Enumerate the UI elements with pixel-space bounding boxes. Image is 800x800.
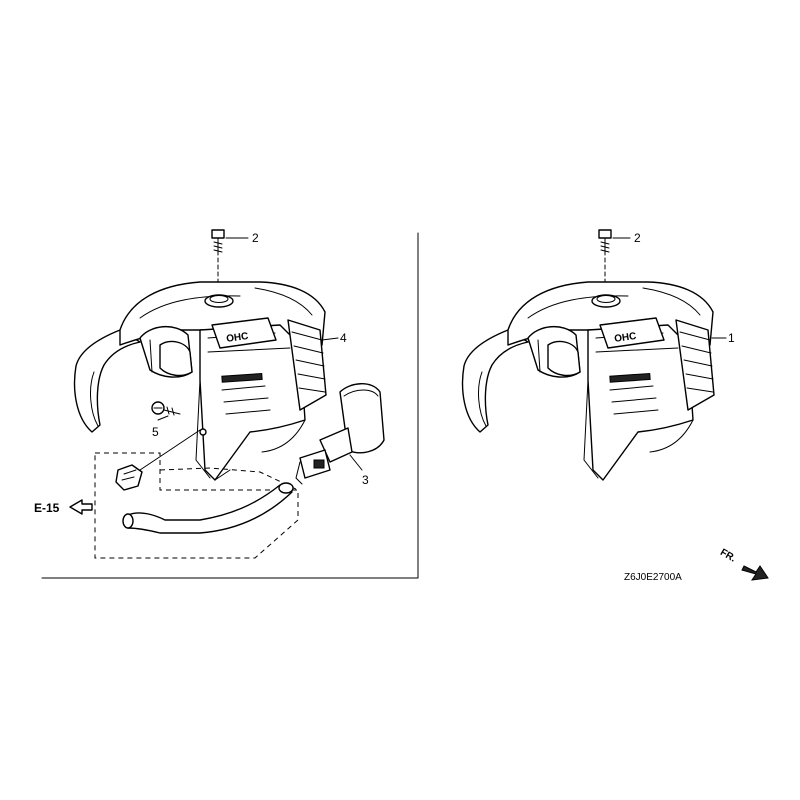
right-cover-assembly: OHC: [461, 229, 727, 481]
parts-group-outline: [94, 452, 299, 559]
cross-reference: E-15: [34, 499, 93, 515]
diagram-code: Z6J0E2700A: [624, 572, 682, 583]
left-group-frame: [41, 232, 419, 579]
left-screw-part: [151, 401, 181, 416]
left-engine-cover: OHC: [73, 281, 327, 481]
callout-left-bolt: 2: [252, 231, 259, 245]
right-cover-emblem: OHC: [614, 331, 638, 345]
left-grip-part: [295, 383, 385, 485]
callout-left-cover: 4: [340, 331, 347, 345]
callout-left-screw: 5: [152, 425, 159, 439]
left-bolt-part: [211, 229, 225, 293]
front-marker-label: FR.: [718, 547, 738, 565]
front-direction-marker: FR.: [718, 547, 769, 581]
left-cover-assembly: OHC: [73, 229, 385, 559]
hose-clip-part: [115, 464, 143, 491]
fuel-hose-part: [122, 482, 294, 534]
left-arrow-icon: [69, 499, 93, 515]
callout-right-cover: 1: [728, 331, 735, 345]
left-cover-emblem: OHC: [226, 331, 250, 345]
callout-right-bolt: 2: [634, 231, 641, 245]
front-arrow-icon: [741, 565, 769, 581]
cross-reference-label: E-15: [34, 501, 60, 515]
right-engine-cover: OHC: [461, 281, 715, 481]
callout-left-grip: 3: [362, 473, 369, 487]
